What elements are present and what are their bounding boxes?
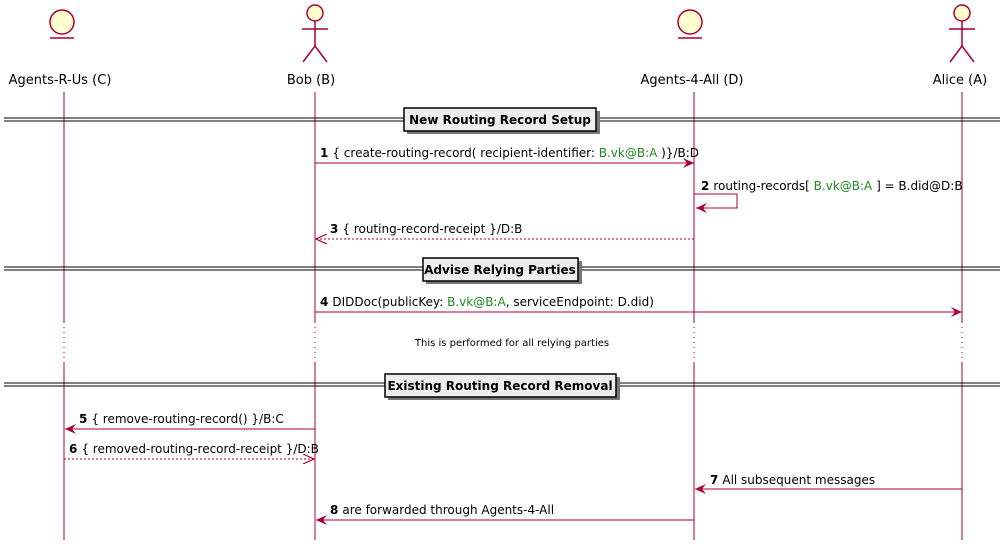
message-label: 3{ routing-record-receipt }/D:B (330, 222, 522, 236)
actor-icon (302, 4, 328, 63)
participant-label: Bob (B) (287, 73, 335, 88)
divider-label: Advise Relying Parties (424, 263, 576, 277)
delay-note: This is performed for all relying partie… (414, 338, 609, 349)
participant-label: Agents-R-Us (C) (9, 73, 112, 88)
message-label: 6{ removed-routing-record-receipt }/D:B (69, 442, 319, 456)
message-label: 5{ remove-routing-record() }/B:C (79, 412, 284, 426)
lifelines (63, 92, 963, 540)
divider-new-routing-record-setup: New Routing Record Setup (4, 107, 1000, 134)
divider-advise-relying-parties: Advise Relying Parties (4, 257, 1000, 284)
message-3: 3{ routing-record-receipt }/D:B (316, 222, 694, 239)
participant-label: Alice (A) (933, 73, 987, 88)
message-6: 6{ removed-routing-record-receipt }/D:B (64, 442, 319, 459)
divider-existing-routing-record-removal: Existing Routing Record Removal (4, 373, 1000, 400)
participant-agents-4-all: Agents-4-All (D) (640, 9, 744, 88)
message-5: 5{ remove-routing-record() }/B:C (65, 412, 315, 434)
participant-label: Agents-4-All (D) (640, 73, 743, 88)
entity-icon (677, 9, 703, 35)
entity-icon (49, 9, 75, 35)
divider-label: New Routing Record Setup (409, 113, 591, 127)
participant-bob: Bob (B) (287, 4, 335, 88)
actor-icon (949, 4, 975, 63)
participant-alice: Alice (A) (933, 4, 987, 88)
message-label: 1{ create-routing-record( recipient-iden… (320, 146, 699, 160)
participant-agents-r-us: Agents-R-Us (C) (9, 9, 112, 88)
divider-label: Existing Routing Record Removal (387, 379, 612, 393)
message-1: 1{ create-routing-record( recipient-iden… (315, 146, 699, 168)
